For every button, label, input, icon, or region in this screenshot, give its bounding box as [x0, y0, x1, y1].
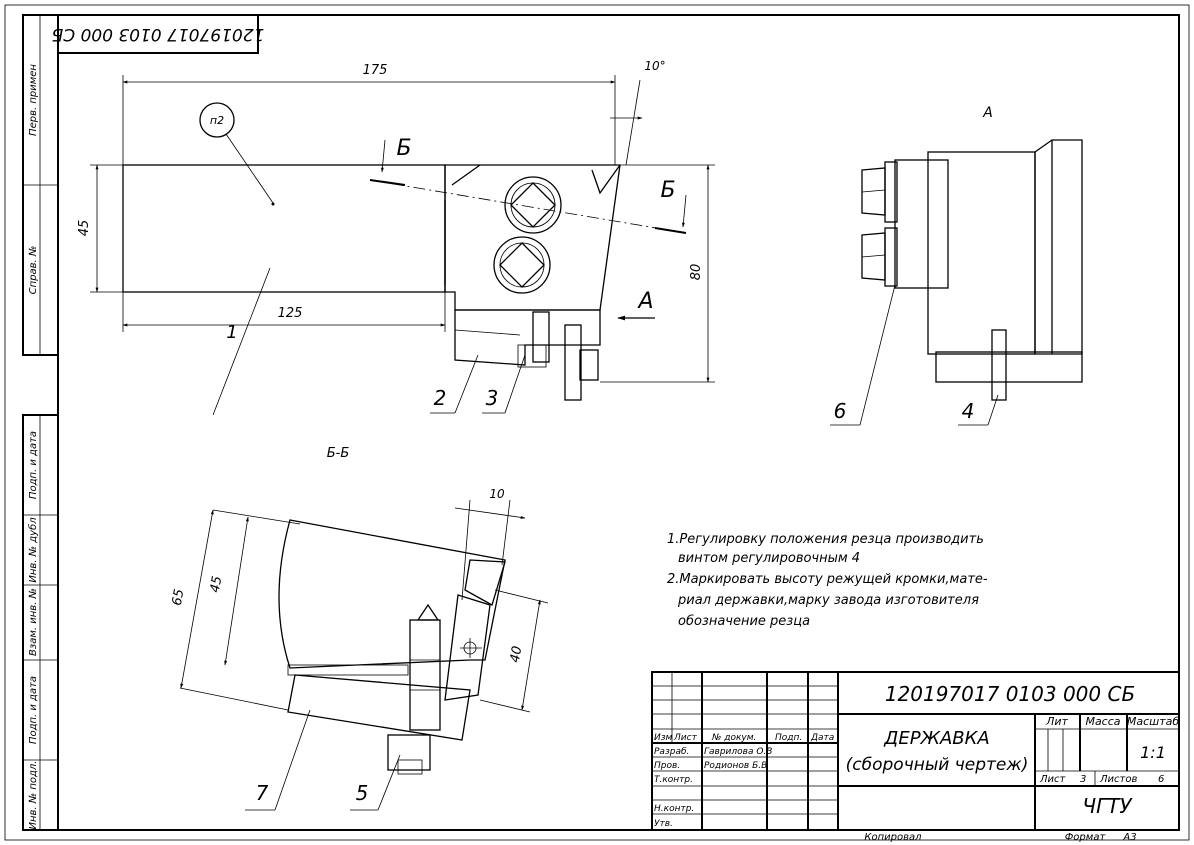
side-label-podp-data-2: Подп. и дата: [28, 676, 39, 744]
callout-2: 2: [434, 386, 447, 410]
tb-designation: 120197017 0103 000 СБ: [885, 682, 1135, 706]
position-label: п2: [210, 114, 224, 127]
section-mark-right: Б: [660, 178, 675, 203]
tb-lit: Лит: [1045, 715, 1068, 728]
section-mark-left: Б: [396, 136, 411, 161]
side-column-top: Перв. примен Справ. №: [22, 14, 59, 356]
note-line-1: 1.Регулировку положения резца производит…: [667, 532, 984, 547]
note-line-3: 2.Маркировать высоту режущей кромки,мате…: [667, 572, 988, 587]
inner-frame: [57, 14, 1180, 831]
tb-hdr-list: Лист: [673, 733, 698, 743]
callout-6: 6: [834, 399, 847, 423]
side-label-vzam-inv: Взам. инв. №: [28, 588, 39, 656]
tb-hdr-data: Дата: [810, 733, 834, 743]
section-bb-title: Б-Б: [327, 446, 350, 461]
main-view: 175 10° 125 45 80 п2 Б Б А: [77, 59, 715, 416]
title-block: 120197017 0103 000 СБ ДЕРЖАВКА (сборочны…: [651, 671, 1180, 831]
tb-hdr-podp: Подп.: [775, 733, 802, 743]
view-a: А 6 4: [830, 105, 1083, 426]
callout-5: 5: [356, 781, 369, 805]
position-circle: [199, 102, 235, 138]
tb-org: ЧГТУ: [1082, 794, 1133, 818]
bolt-lower: [493, 236, 551, 294]
tb-hdr-izm: Изм: [654, 733, 673, 743]
tb-name-line1: ДЕРЖАВКА: [883, 728, 989, 749]
dim-45-section: 45: [208, 575, 226, 594]
footer-format: Формат: [1065, 832, 1107, 843]
side-label-perv-primen: Перв. примен: [28, 64, 39, 136]
note-line-5: обозначение резца: [678, 614, 810, 629]
callout-3: 3: [486, 386, 499, 410]
stamp-code-text: 120197017 0103 000 СБ: [52, 24, 265, 44]
tb-listov-label: Листов: [1099, 774, 1137, 785]
tb-list-label: Лист: [1039, 774, 1067, 785]
view-arrow-a: А: [636, 289, 653, 314]
note-line-4: риал державки,марку завода изготовителя: [677, 593, 979, 608]
dim-175: 175: [363, 63, 388, 78]
dim-10: 10: [489, 487, 505, 501]
base-plate: [454, 309, 601, 366]
dim-angle-10: 10°: [644, 59, 665, 73]
section-bb: Б-Б 65 45 10 40: [170, 446, 549, 811]
tb-name-line2: (сборочный чертеж): [846, 755, 1029, 775]
side-label-inv-podl: Инв. № подл.: [28, 761, 39, 830]
tb-nkontr: Н.контр.: [654, 804, 694, 814]
footer-kopiroval: Копировал: [864, 832, 922, 843]
section-screw: [409, 619, 441, 731]
side-column-bottom: Подп. и дата Инв. № дубл Взам. инв. № По…: [22, 414, 59, 831]
tb-razrab: Разраб.: [654, 747, 689, 757]
tb-listov-value: 6: [1158, 774, 1164, 785]
side-label-podp-data-1: Подп. и дата: [28, 431, 39, 499]
side-label-inv-dubl: Инв. № дубл: [27, 517, 39, 583]
callout-1: 1: [226, 322, 237, 343]
callout-4: 4: [962, 399, 975, 423]
tb-utv: Утв.: [654, 819, 673, 829]
dim-125: 125: [278, 306, 303, 321]
tb-hdr-doc: № докум.: [711, 733, 756, 743]
tb-scale-value: 1:1: [1140, 743, 1166, 762]
tb-massa: Масса: [1085, 715, 1120, 728]
head-outline: [444, 164, 621, 311]
tb-masshtab: Масштаб: [1127, 715, 1179, 728]
callout-7: 7: [256, 781, 269, 805]
tb-tkontr: Т.контр.: [654, 775, 693, 785]
dim-65: 65: [170, 588, 188, 607]
notes-block: 1.Регулировку положения резца производит…: [667, 532, 988, 629]
dim-45-main: 45: [77, 220, 92, 237]
dim-40: 40: [508, 645, 526, 664]
tb-list-value: 3: [1080, 774, 1086, 785]
section-lower-block: [287, 674, 471, 741]
tb-razrab-name: Гаврилова О.В: [704, 747, 772, 757]
outer-border: [4, 4, 1190, 841]
dim-80: 80: [689, 264, 704, 281]
footer-format-value: А3: [1122, 832, 1136, 843]
tb-prov: Пров.: [654, 761, 680, 771]
adjust-screw: [517, 311, 599, 401]
note-line-2: винтом регулировочным 4: [678, 551, 860, 566]
stamp-code-box: 120197017 0103 000 СБ: [52, 14, 265, 54]
view-a-title: А: [982, 105, 993, 121]
tb-prov-name: Родионов Б.В: [704, 761, 767, 771]
bolt-upper: [504, 176, 562, 234]
side-label-sprav: Справ. №: [28, 246, 39, 295]
